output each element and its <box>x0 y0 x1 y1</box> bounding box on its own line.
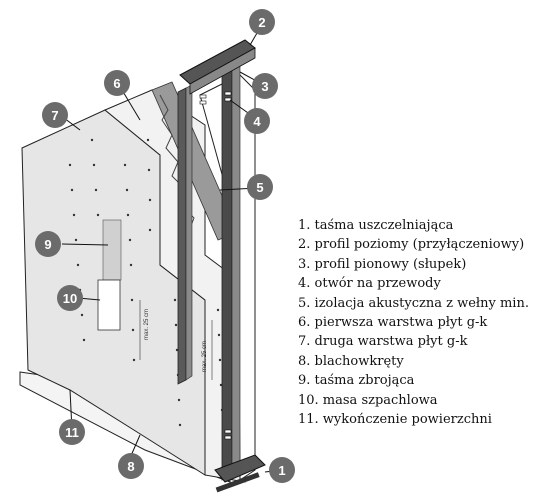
svg-text:9: 9 <box>44 237 51 252</box>
legend-item: 6. pierwsza warstwa płyt g-k <box>298 315 488 331</box>
callout-11: 11 <box>59 419 85 445</box>
svg-text:3: 3 <box>261 79 268 94</box>
screw-rows <box>68 138 226 462</box>
svg-text:1: 1 <box>278 463 285 478</box>
joint-compound <box>97 279 121 331</box>
top-track-flange <box>189 47 256 95</box>
legend-item: 8. blachowkręty <box>298 353 404 369</box>
legend-item: 11. wykończenie powierzchni <box>298 412 492 428</box>
svg-text:10: 10 <box>63 291 77 306</box>
svg-text:5: 5 <box>256 180 263 195</box>
legend: 1. taśma uszczelniająca 2. profil poziom… <box>298 216 529 429</box>
svg-text:4: 4 <box>253 114 261 129</box>
callout-4: 4 <box>244 108 270 134</box>
svg-text:7: 7 <box>51 108 58 123</box>
bottom-track <box>214 454 266 483</box>
steel-studs <box>177 45 241 481</box>
legend-item: 10. masa szpachlowa <box>298 392 438 408</box>
callout-9: 9 <box>35 231 61 257</box>
dimension-label-1: max. 25 cm <box>144 309 150 340</box>
callout-2: 2 <box>249 9 275 35</box>
svg-text:2: 2 <box>258 15 265 30</box>
callout-5: 5 <box>247 174 273 200</box>
callout-3: 3 <box>252 73 278 99</box>
callout-10: 10 <box>57 285 83 311</box>
svg-text:11: 11 <box>65 425 79 440</box>
callout-8: 8 <box>118 453 144 479</box>
svg-text:6: 6 <box>113 76 120 91</box>
legend-item: 7. druga warstwa płyt g-k <box>298 334 468 350</box>
legend-item: 9. taśma zbrojąca <box>298 373 415 389</box>
joint-tape <box>102 219 122 281</box>
callout-7: 7 <box>42 102 68 128</box>
sealing-tape <box>215 472 260 493</box>
svg-text:8: 8 <box>127 459 134 474</box>
callout-6: 6 <box>104 70 130 96</box>
callout-1: 1 <box>269 457 295 483</box>
cable-openings <box>199 91 232 440</box>
legend-item: 3. profil pionowy (słupek) <box>298 256 467 272</box>
dimension-label-2: max. 25 cm <box>202 341 208 372</box>
legend-item: 4. otwór na przewody <box>298 276 441 292</box>
legend-item: 1. taśma uszczelniająca <box>298 218 454 233</box>
legend-item: 5. izolacja akustyczna z wełny min. <box>298 295 529 311</box>
legend-item: 2. profil poziomy (przyłączeniowy) <box>298 237 525 253</box>
